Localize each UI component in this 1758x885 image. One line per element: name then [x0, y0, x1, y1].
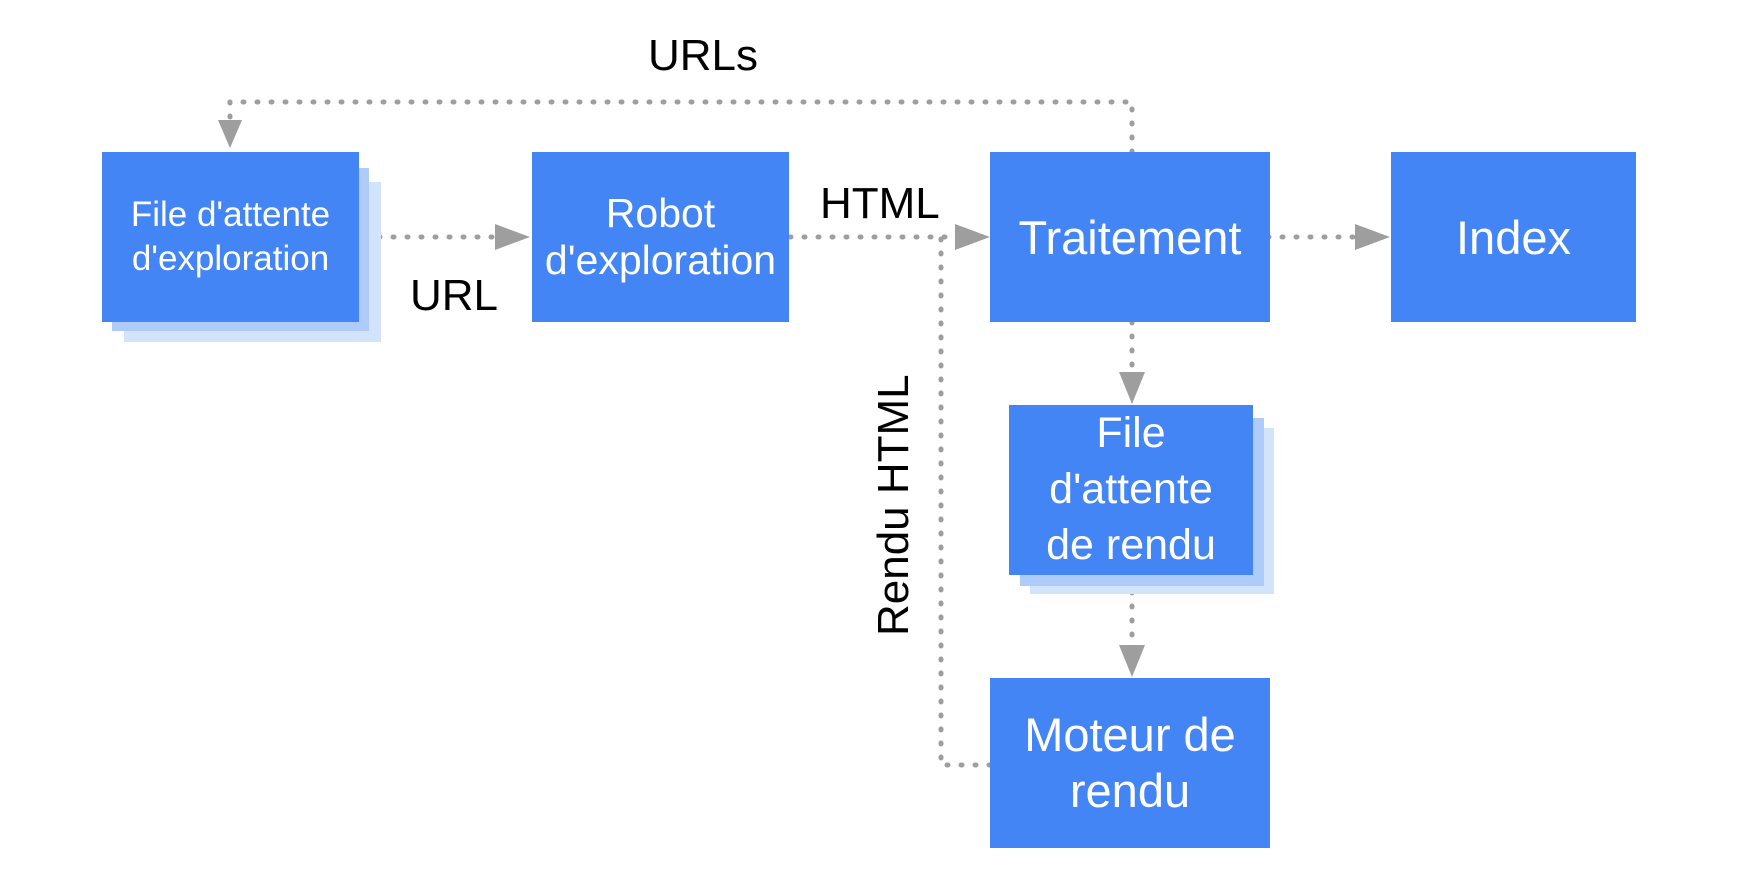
edge-label-rendered-html: Rendu HTML — [869, 374, 918, 636]
node-render-queue: File d'attente de rendu — [1009, 405, 1253, 575]
arrowhead-index — [1355, 224, 1390, 250]
node-render-queue-label: File d'attente de rendu — [1046, 409, 1216, 569]
node-renderer-label: Moteur de rendu — [1024, 707, 1236, 817]
node-crawl-queue: File d'attente d'exploration — [102, 152, 359, 322]
node-processing-label: Traitement — [1018, 210, 1242, 264]
edge-urls — [227, 99, 1135, 155]
node-index-label: Index — [1456, 210, 1571, 264]
arrowhead-urls — [218, 120, 242, 148]
arrowhead-render-queue — [1119, 372, 1145, 404]
node-crawl-queue-label: File d'attente d'exploration — [130, 195, 331, 278]
arrowhead-html — [955, 224, 990, 250]
node-crawler-label: Robot d'exploration — [544, 189, 777, 283]
arrowhead-url — [495, 224, 530, 250]
edge-label-html: HTML — [820, 179, 940, 228]
edge-label-url: URL — [410, 271, 499, 320]
edge-label-urls: URLs — [648, 31, 759, 80]
node-index: Index — [1391, 152, 1636, 322]
node-renderer: Moteur de rendu — [990, 678, 1270, 848]
node-processing: Traitement — [990, 152, 1270, 322]
arrowhead-renderer — [1119, 645, 1145, 677]
node-crawler: Robot d'exploration — [532, 152, 789, 322]
edge-rendered-html — [938, 234, 993, 768]
